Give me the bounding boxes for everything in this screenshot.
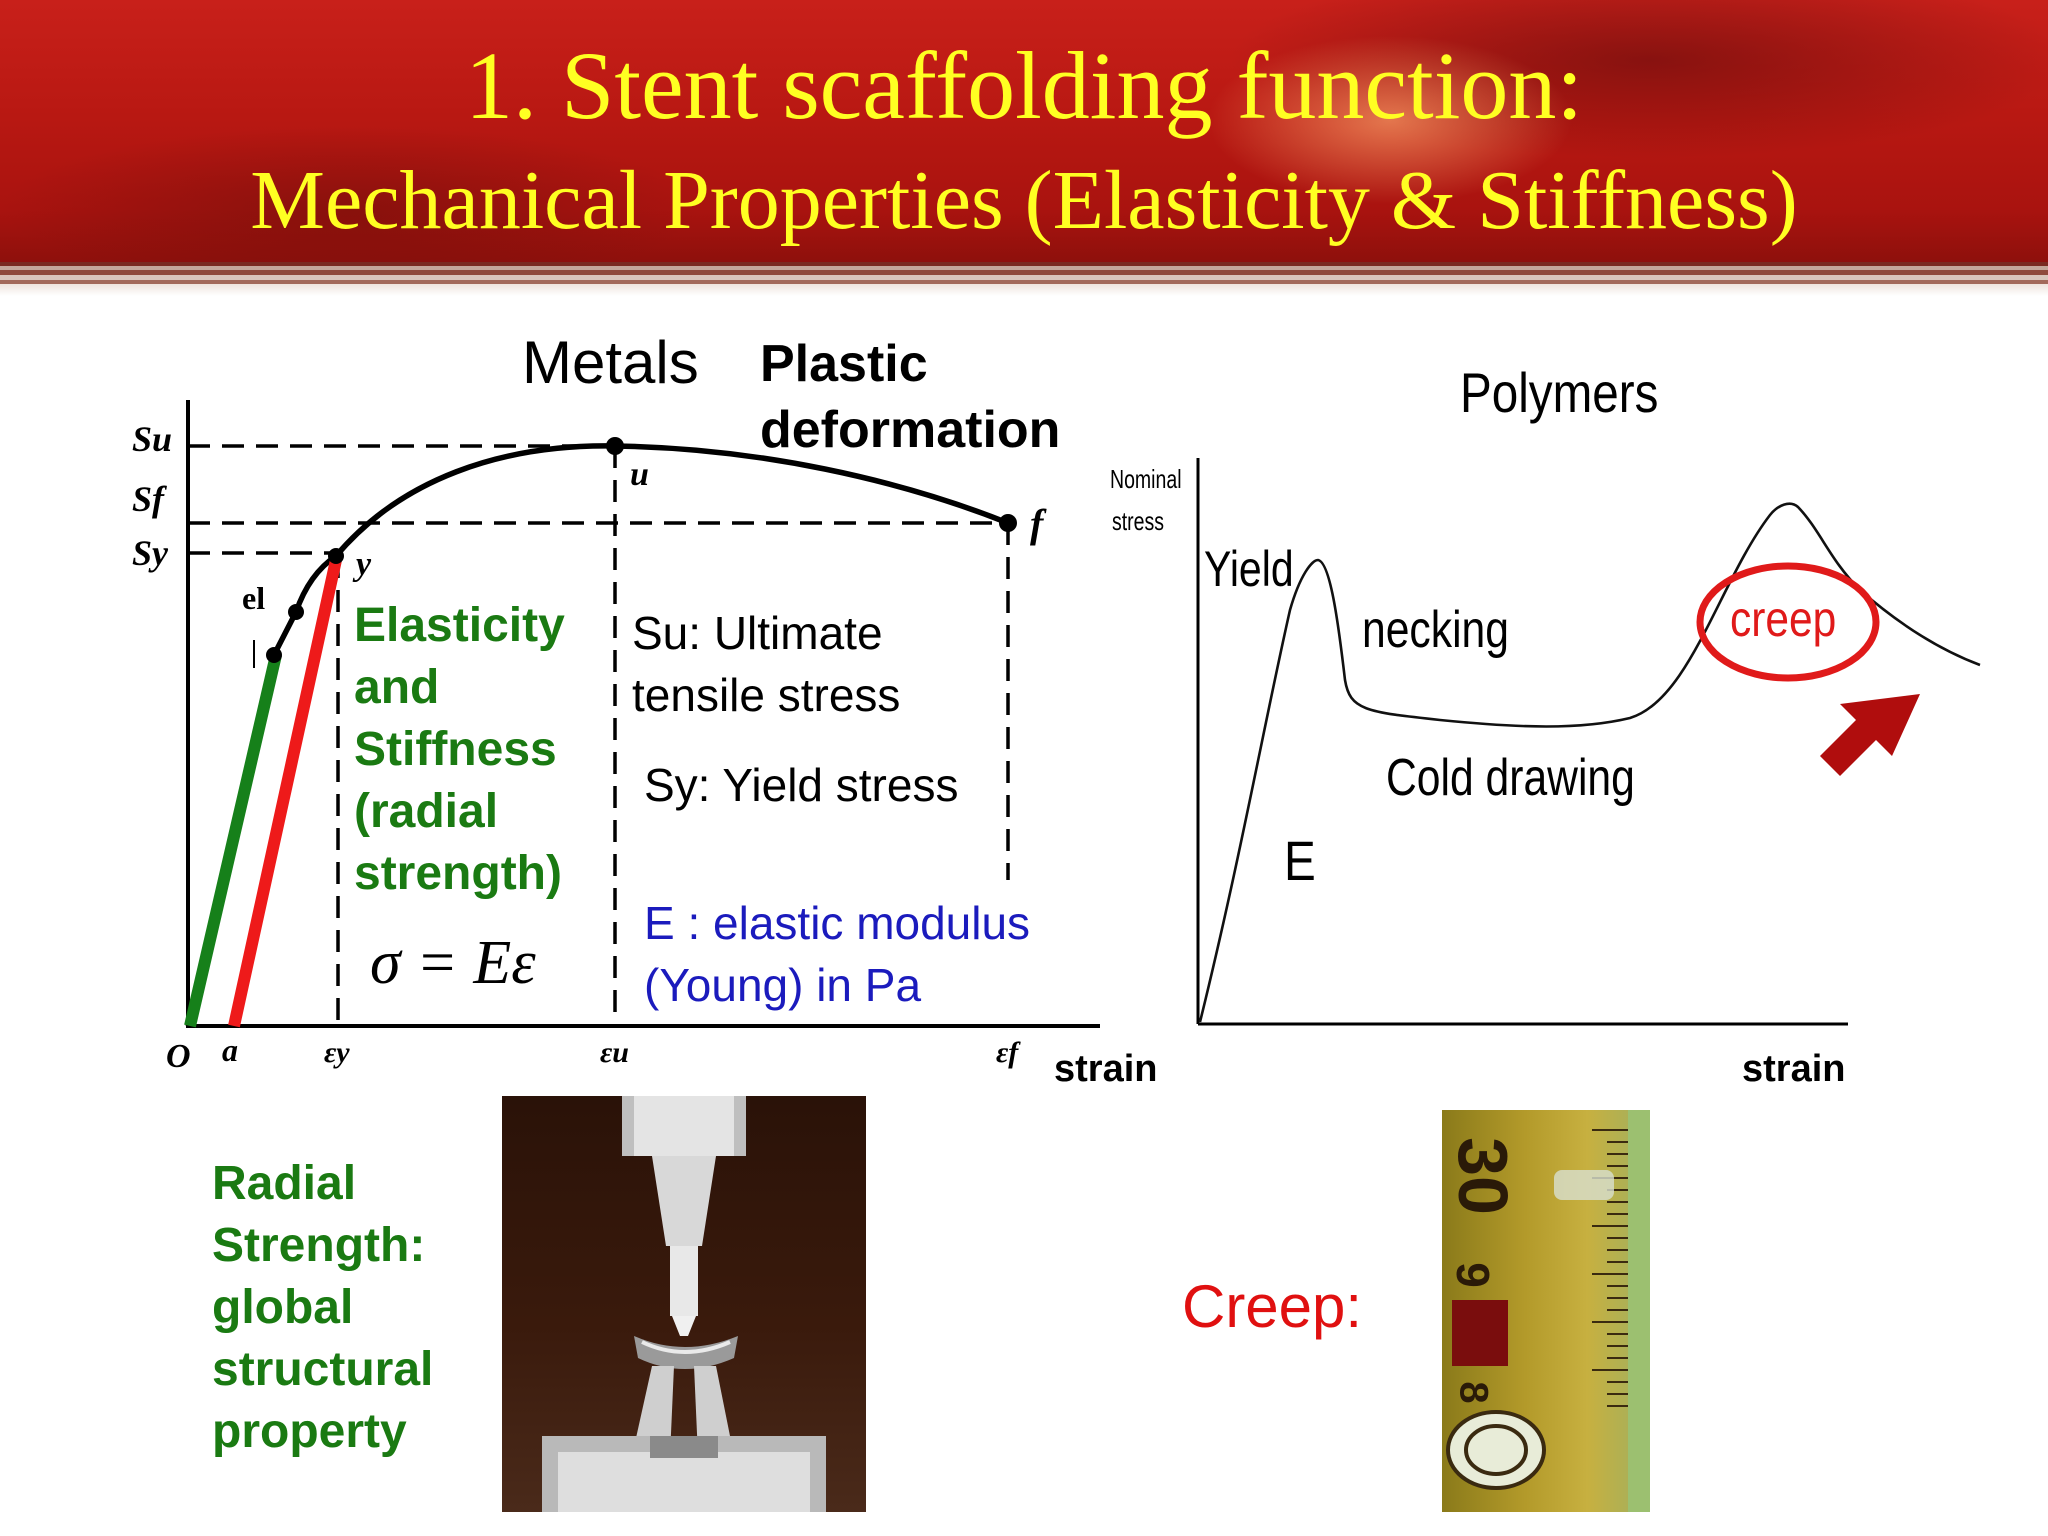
deformation-label: deformation xyxy=(760,401,1061,459)
x-tick-ef: εf xyxy=(996,1036,1019,1069)
point-label-u: u xyxy=(630,456,649,493)
elasticity-line-3: Stiffness xyxy=(354,723,557,776)
radial-text-line-5: property xyxy=(212,1405,407,1458)
point-label-f: f xyxy=(1030,501,1044,546)
polymers-axes xyxy=(1196,458,1848,1026)
slide-subtitle: Mechanical Properties (Elasticity & Stif… xyxy=(250,154,1798,247)
polymer-curve xyxy=(1198,502,1981,1023)
y-tick-sy: Sy xyxy=(132,533,168,573)
polymer-y-axis-label-2: stress xyxy=(1112,506,1165,536)
radial-text-line-1: Radial xyxy=(212,1157,357,1210)
slide-title: 1. Stent scaffolding function: xyxy=(464,32,1584,139)
x-tick-a: a xyxy=(222,1032,238,1068)
metals-dashed-guides xyxy=(188,444,1010,1026)
e-text-line-1: E : elastic modulus xyxy=(644,897,1031,949)
sy-text: Sy: Yield stress xyxy=(644,759,959,811)
creep-text: Creep: xyxy=(1182,1273,1363,1340)
radial-text-line-3: global xyxy=(212,1281,354,1334)
su-text-line-2: tensile stress xyxy=(632,669,901,721)
x-tick-eu: εu xyxy=(600,1036,629,1069)
slide-header: 1. Stent scaffolding function: Mechanica… xyxy=(0,0,2048,262)
creep-arrow-icon xyxy=(1820,694,1920,776)
radial-text-line-4: structural xyxy=(212,1343,434,1396)
point-label-y: y xyxy=(356,546,372,583)
ruler-number-9: 9 xyxy=(1446,1262,1499,1288)
elasticity-line-4: (radial xyxy=(354,785,499,838)
elasticity-line-5: strength) xyxy=(354,847,562,900)
polymers-x-axis-label: strain xyxy=(1742,1048,1846,1090)
creep-label: creep xyxy=(1730,591,1837,647)
radial-text-line-2: Strength: xyxy=(212,1219,426,1272)
y-tick-su: Su xyxy=(132,419,173,459)
creep-ellipse xyxy=(1696,562,1880,682)
cold-drawing-label: Cold drawing xyxy=(1386,749,1635,807)
metals-heading: Metals xyxy=(522,329,699,396)
elasticity-line-1: Elasticity xyxy=(354,599,565,652)
y-tick-sf: Sf xyxy=(132,479,165,519)
creep-ruler-photo: 30 9 8 xyxy=(1442,1110,1650,1512)
su-text-line-1: Su: Ultimate xyxy=(632,607,883,659)
point-label-el: el xyxy=(242,580,266,616)
metals-stress-strain-curve xyxy=(185,443,1010,1027)
hooke-formula: σ = Eε xyxy=(370,929,536,997)
yield-label: Yield xyxy=(1204,541,1294,597)
red-elastic-line xyxy=(228,558,342,1028)
polymers-heading: Polymers xyxy=(1460,361,1659,424)
metals-axes xyxy=(186,400,1100,1028)
x-tick-ey: εy xyxy=(324,1036,350,1069)
polymer-e-label: E xyxy=(1284,829,1316,892)
plastic-label: Plastic xyxy=(760,335,928,393)
necking-label: necking xyxy=(1362,601,1509,659)
ruler-number-8: 8 xyxy=(1451,1381,1496,1404)
elasticity-line-2: and xyxy=(354,661,440,714)
header-divider xyxy=(0,262,2048,296)
x-tick-o: O xyxy=(166,1038,191,1075)
radial-strength-test-photo xyxy=(502,1096,866,1512)
e-text-line-2: (Young) in Pa xyxy=(644,959,922,1011)
metals-x-axis-label: strain xyxy=(1054,1048,1158,1090)
metals-curve-points xyxy=(266,437,1017,663)
ruler-number-30: 30 xyxy=(1443,1137,1522,1215)
green-elastic-line xyxy=(184,653,282,1028)
polymer-y-axis-label-1: Nominal xyxy=(1110,464,1182,494)
